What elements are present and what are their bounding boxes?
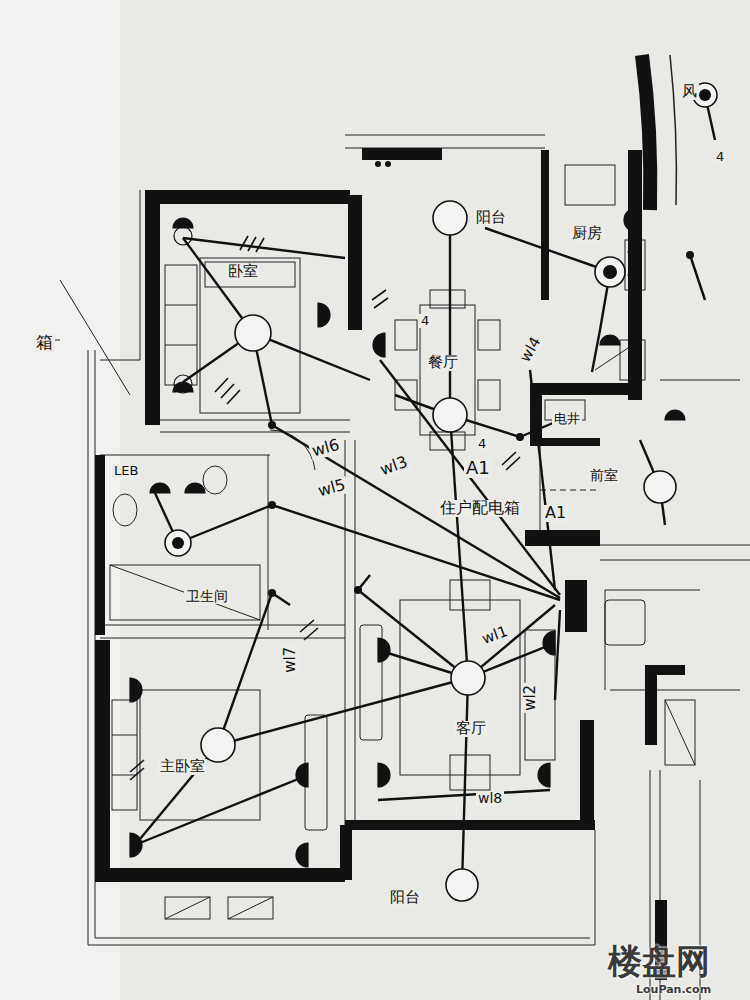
circuit-label: wl2 [523, 683, 539, 713]
watermark: LouPan.com [634, 984, 713, 996]
room-label: 风 [680, 84, 699, 100]
callout-number: 4 [714, 150, 726, 164]
circuit-label: wl3 [376, 453, 412, 480]
panel-label: 住户配电箱 [438, 500, 522, 517]
room-label: 主卧室 [158, 759, 207, 775]
room-label: 卫生间 [184, 589, 230, 604]
room-label: 箱 [34, 334, 55, 352]
room-label: 卧室 [226, 264, 260, 280]
device-label: LEB [112, 464, 140, 478]
room-label: 电井 [552, 412, 582, 426]
callout-number: 4 [419, 314, 431, 328]
circuit-label: wl4 [517, 333, 546, 367]
room-label: 客厅 [454, 721, 488, 737]
panel-label: A1 [464, 459, 492, 478]
circuit-label: wl8 [476, 791, 504, 806]
room-label: 前室 [588, 468, 620, 483]
circuit-label: wl1 [478, 623, 512, 648]
watermark: 楼盘网 [606, 944, 712, 980]
circuit-label: wl5 [314, 476, 349, 500]
room-label: 阳台 [388, 890, 422, 906]
room-label: 餐厅 [426, 355, 460, 371]
room-label: 厨房 [570, 226, 604, 242]
circuit-label: wl6 [308, 436, 343, 460]
circuit-label: wl7 [283, 645, 299, 675]
panel-label: A1 [543, 505, 568, 522]
callout-number: 4 [476, 437, 488, 451]
room-label: 阳台 [474, 210, 508, 226]
